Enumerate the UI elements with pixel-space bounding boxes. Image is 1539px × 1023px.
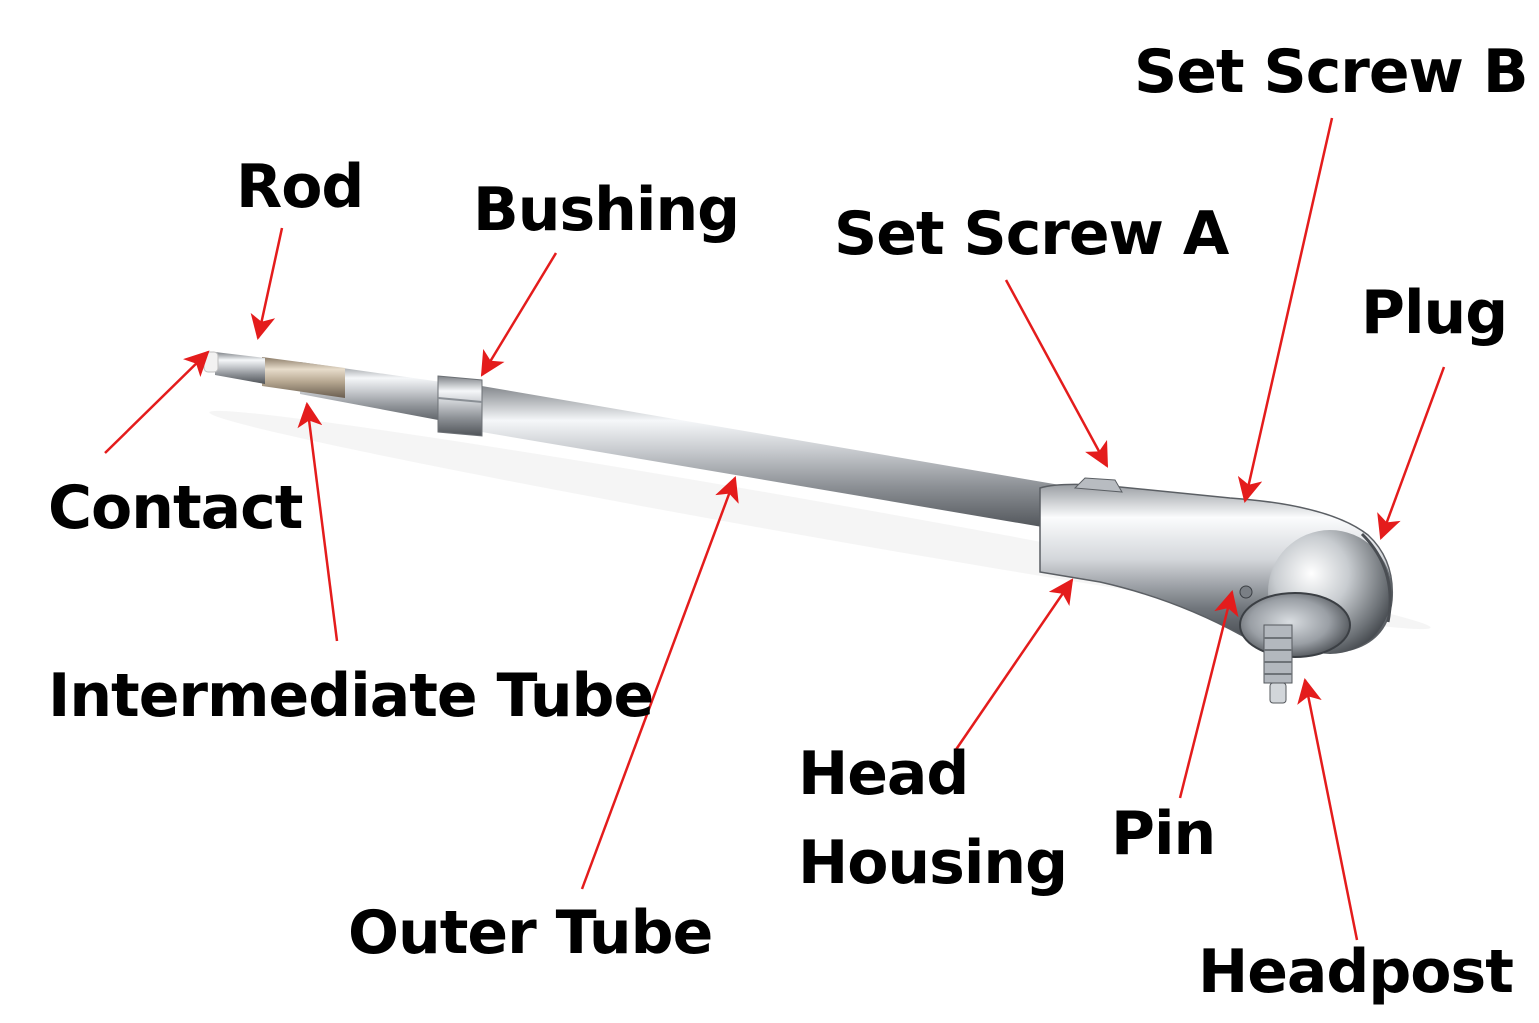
set-screw-a-shape bbox=[1073, 477, 1123, 493]
set-screw-a-arrow bbox=[1004, 279, 1109, 468]
outer-tube-arrow bbox=[580, 476, 739, 890]
intermediate-tube-arrow bbox=[297, 401, 339, 642]
plug-arrow bbox=[1377, 366, 1446, 540]
label-plug: Plug bbox=[1361, 278, 1508, 348]
head-housing-arrow bbox=[953, 578, 1074, 752]
headpost-arrow bbox=[1297, 677, 1359, 941]
pin-arrow bbox=[1178, 589, 1239, 799]
contact-arrow bbox=[104, 350, 210, 454]
rod-arrow bbox=[250, 227, 284, 341]
label-set-screw-b: Set Screw B bbox=[1134, 37, 1529, 107]
set-screw-b-arrow bbox=[1237, 117, 1334, 504]
rod-shape bbox=[215, 352, 265, 384]
base-disk-shape bbox=[1239, 592, 1351, 658]
intermediate-bronze-shape bbox=[262, 357, 345, 398]
outer-tube-shape bbox=[470, 384, 1060, 530]
label-housing: Housing bbox=[798, 828, 1068, 898]
label-head: Head bbox=[798, 739, 969, 809]
label-headpost: Headpost bbox=[1198, 937, 1514, 1007]
label-outer-tube: Outer Tube bbox=[348, 898, 713, 968]
label-intermediate-tube: Intermediate Tube bbox=[48, 661, 654, 731]
label-rod: Rod bbox=[236, 152, 364, 222]
label-contact: Contact bbox=[48, 473, 303, 543]
bushing-arrow bbox=[480, 252, 558, 377]
pin-shape bbox=[1239, 585, 1253, 599]
label-set-screw-a: Set Screw A bbox=[834, 199, 1229, 269]
label-pin: Pin bbox=[1111, 799, 1216, 869]
plug-shape bbox=[1360, 532, 1392, 623]
bushing-shape bbox=[437, 375, 483, 437]
label-bushing: Bushing bbox=[473, 175, 740, 245]
